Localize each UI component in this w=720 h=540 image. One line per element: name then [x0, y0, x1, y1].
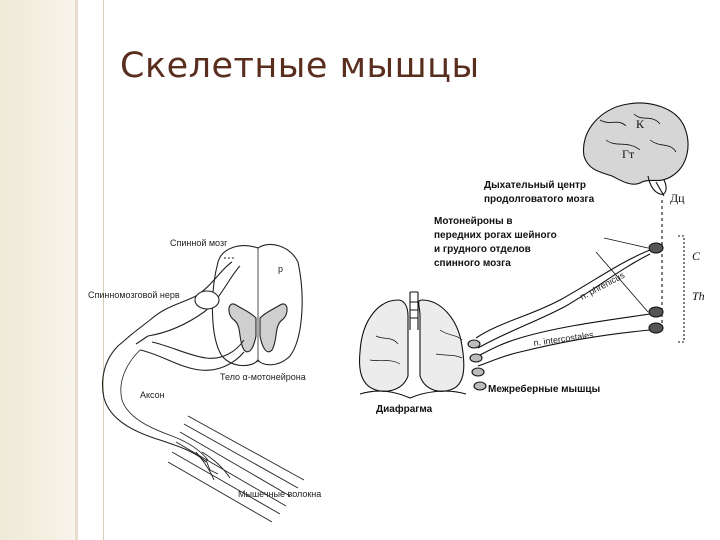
trachea [409, 291, 419, 330]
segment-letter: р [278, 264, 283, 274]
spinal-cord-outline [211, 244, 303, 367]
diaphragm-curve [359, 390, 467, 399]
grey-matter [228, 303, 257, 353]
left-band-edge [75, 0, 78, 540]
respiratory-control-diagram [358, 102, 689, 399]
title-bracket-line [103, 0, 104, 540]
spinal-cord-diagram [101, 244, 305, 523]
intercostal-nerve [477, 313, 651, 357]
axon-label: Аксон [140, 390, 165, 400]
motoneurons-line1: Мотонейроны в [434, 216, 513, 227]
motoneurons-line4: спинного мозга [434, 258, 511, 269]
left-diagram-labels: Спинной мозг р Спинномозговой нерв Тело … [88, 238, 321, 499]
alpha-motoneuron-label: Тело α-мотонейрона [220, 372, 306, 382]
phrenic-nerve [475, 249, 651, 339]
muscle-fibers-label: Мышечные волокна [238, 489, 321, 499]
motoneurons-line3: и грудного отделов [434, 244, 531, 255]
left-lung [358, 299, 409, 392]
intercostal-muscles-label: Межреберные мышцы [488, 383, 600, 395]
spinal-cord-label: Спинной мозг [170, 238, 228, 248]
brain-gt-label: Гт [622, 147, 635, 161]
muscle-fibers [167, 415, 305, 523]
dc-label: Дц [670, 191, 685, 205]
diaphragm-label: Диафрагма [376, 403, 433, 415]
right-lung [418, 299, 465, 392]
slide-title: Скелетные мышцы [120, 46, 480, 86]
left-decorative-band [0, 0, 75, 540]
brain-shape [582, 102, 689, 185]
c-label: C [692, 249, 701, 263]
th-label: Th [692, 289, 705, 303]
spinal-nerve-label: Спинномозговой нерв [88, 290, 180, 300]
brain-k-label: К [636, 117, 645, 131]
resp-center-line1: Дыхательный центр [484, 180, 586, 191]
resp-center-line2: продолговатого мозга [484, 194, 595, 205]
motoneurons-line2: передних рогах шейного [434, 230, 557, 241]
